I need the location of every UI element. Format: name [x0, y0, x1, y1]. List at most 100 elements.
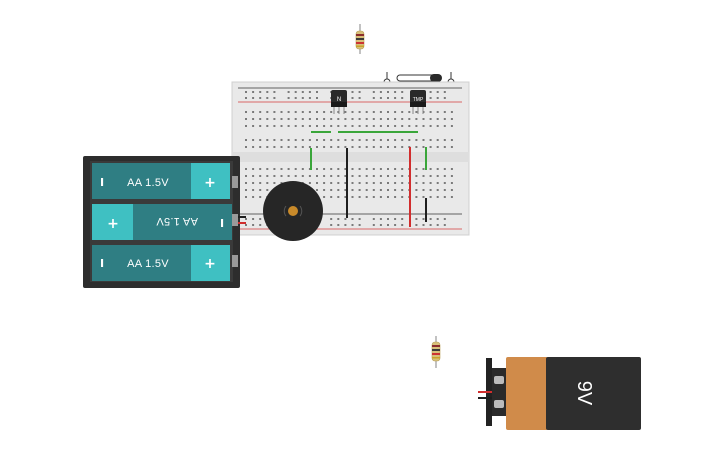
breadboard-hole[interactable]: [415, 224, 418, 226]
breadboard-hole[interactable]: [365, 189, 368, 191]
breadboard-hole[interactable]: [372, 139, 375, 141]
breadboard-hole[interactable]: [351, 182, 354, 184]
breadboard-hole[interactable]: [330, 175, 333, 177]
breadboard-hole[interactable]: [323, 118, 326, 120]
breadboard-hole[interactable]: [436, 182, 439, 184]
breadboard-hole[interactable]: [358, 189, 361, 191]
breadboard-hole[interactable]: [365, 196, 368, 198]
breadboard-hole[interactable]: [415, 125, 418, 127]
breadboard-hole[interactable]: [387, 182, 389, 184]
breadboard-hole[interactable]: [429, 189, 432, 191]
breadboard-hole[interactable]: [443, 91, 446, 93]
breadboard-hole[interactable]: [245, 196, 247, 198]
breadboard-hole[interactable]: [301, 139, 304, 141]
breadboard-hole[interactable]: [443, 111, 446, 113]
breadboard-hole[interactable]: [450, 111, 453, 113]
breadboard-hole[interactable]: [301, 118, 304, 120]
breadboard-hole[interactable]: [379, 125, 382, 127]
breadboard-hole[interactable]: [351, 111, 354, 113]
breadboard-hole[interactable]: [287, 175, 290, 177]
breadboard-hole[interactable]: [422, 196, 425, 198]
breadboard-hole[interactable]: [372, 125, 375, 127]
breadboard-hole[interactable]: [337, 125, 340, 127]
breadboard-hole[interactable]: [266, 91, 269, 93]
breadboard-hole[interactable]: [436, 125, 439, 127]
breadboard-hole[interactable]: [358, 125, 361, 127]
breadboard-hole[interactable]: [344, 189, 347, 191]
breadboard-hole[interactable]: [358, 97, 361, 99]
breadboard-hole[interactable]: [252, 111, 255, 113]
breadboard-hole[interactable]: [351, 196, 354, 198]
breadboard-hole[interactable]: [245, 182, 247, 184]
breadboard-hole[interactable]: [259, 175, 262, 177]
breadboard-hole[interactable]: [379, 111, 382, 113]
breadboard-hole[interactable]: [443, 97, 446, 99]
breadboard-hole[interactable]: [287, 139, 290, 141]
breadboard-hole[interactable]: [358, 91, 361, 93]
breadboard-hole[interactable]: [330, 118, 333, 120]
breadboard-hole[interactable]: [266, 139, 269, 141]
breadboard-hole[interactable]: [259, 111, 262, 113]
breadboard-hole[interactable]: [436, 118, 439, 120]
breadboard-hole[interactable]: [245, 111, 247, 113]
breadboard-hole[interactable]: [294, 139, 297, 141]
breadboard-hole[interactable]: [372, 111, 375, 113]
breadboard-hole[interactable]: [259, 139, 262, 141]
breadboard-hole[interactable]: [245, 218, 247, 220]
breadboard-hole[interactable]: [429, 146, 432, 148]
breadboard-hole[interactable]: [280, 146, 283, 148]
breadboard-hole[interactable]: [259, 125, 262, 127]
breadboard-hole[interactable]: [337, 224, 340, 226]
breadboard-hole[interactable]: [330, 111, 333, 113]
breadboard-hole[interactable]: [422, 224, 425, 226]
breadboard-hole[interactable]: [245, 125, 247, 127]
breadboard-hole[interactable]: [266, 118, 269, 120]
breadboard-hole[interactable]: [358, 182, 361, 184]
breadboard-hole[interactable]: [330, 139, 333, 141]
breadboard-hole[interactable]: [344, 196, 347, 198]
breadboard-hole[interactable]: [372, 189, 375, 191]
breadboard-hole[interactable]: [252, 97, 255, 99]
breadboard-hole[interactable]: [358, 118, 361, 120]
breadboard-hole[interactable]: [450, 182, 453, 184]
breadboard-hole[interactable]: [245, 224, 247, 226]
breadboard-hole[interactable]: [450, 196, 453, 198]
breadboard-hole[interactable]: [294, 91, 297, 93]
breadboard-hole[interactable]: [436, 196, 439, 198]
breadboard-hole[interactable]: [301, 97, 304, 99]
breadboard-hole[interactable]: [401, 118, 404, 120]
breadboard-hole[interactable]: [344, 125, 347, 127]
breadboard-hole[interactable]: [344, 182, 347, 184]
breadboard-hole[interactable]: [351, 118, 354, 120]
breadboard-hole[interactable]: [415, 111, 418, 113]
breadboard-hole[interactable]: [387, 97, 389, 99]
breadboard-hole[interactable]: [351, 224, 354, 226]
breadboard-hole[interactable]: [280, 111, 283, 113]
breadboard-hole[interactable]: [372, 168, 375, 170]
breadboard-hole[interactable]: [394, 146, 397, 148]
breadboard-hole[interactable]: [415, 175, 418, 177]
breadboard-hole[interactable]: [422, 118, 425, 120]
breadboard-hole[interactable]: [401, 218, 404, 220]
breadboard-hole[interactable]: [365, 168, 368, 170]
breadboard-hole[interactable]: [394, 97, 397, 99]
breadboard-hole[interactable]: [344, 111, 347, 113]
breadboard-hole[interactable]: [422, 146, 425, 148]
breadboard-hole[interactable]: [301, 146, 304, 148]
breadboard-hole[interactable]: [273, 118, 276, 120]
breadboard-hole[interactable]: [394, 111, 397, 113]
breadboard-hole[interactable]: [294, 125, 297, 127]
breadboard-hole[interactable]: [429, 175, 432, 177]
breadboard-hole[interactable]: [379, 196, 382, 198]
breadboard-hole[interactable]: [266, 182, 269, 184]
breadboard-hole[interactable]: [450, 139, 453, 141]
breadboard-hole[interactable]: [337, 111, 340, 113]
breadboard-hole[interactable]: [429, 91, 432, 93]
breadboard-hole[interactable]: [358, 111, 361, 113]
breadboard-hole[interactable]: [259, 168, 262, 170]
breadboard-hole[interactable]: [379, 218, 382, 220]
breadboard-hole[interactable]: [436, 111, 439, 113]
breadboard-hole[interactable]: [415, 168, 418, 170]
breadboard-hole[interactable]: [344, 168, 347, 170]
breadboard-hole[interactable]: [259, 91, 262, 93]
